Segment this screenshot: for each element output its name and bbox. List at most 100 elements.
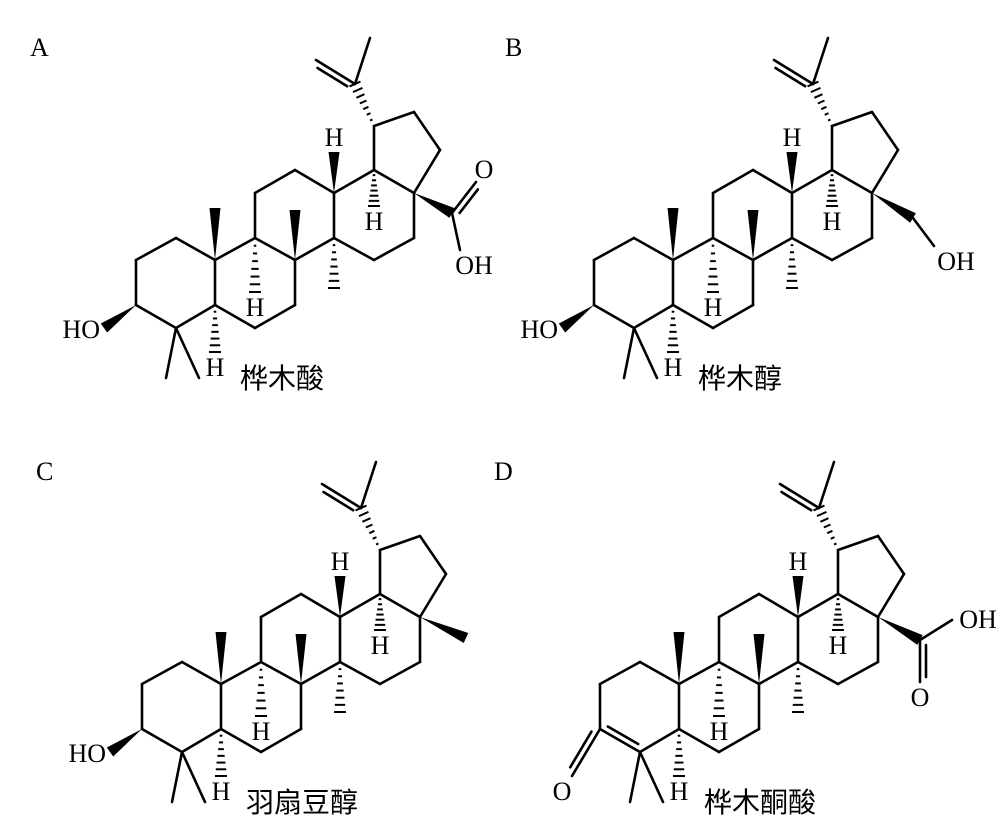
ring-bond xyxy=(134,236,178,262)
c10-methyl-wedge xyxy=(673,632,685,684)
c17-carboxyl-wedge xyxy=(414,193,455,218)
vinylidene-double-bond-second xyxy=(780,490,813,512)
c13-h-wedge xyxy=(328,152,340,193)
ring-bond xyxy=(213,303,257,330)
c5-h-hash xyxy=(209,310,221,353)
vinylidene-double-bond xyxy=(320,482,363,510)
c17-hydroxymethyl-wedge xyxy=(872,193,916,223)
ring-bond xyxy=(757,592,800,619)
ring-bond xyxy=(174,303,217,330)
c4-gem-methyl-bond xyxy=(622,326,636,380)
ring-bond xyxy=(830,236,874,262)
ring-bond xyxy=(299,660,342,686)
panel-letter-b: B xyxy=(505,33,522,62)
c3-carbonyl-ring-bond-placeholder xyxy=(598,727,642,754)
isopropenyl-methyl-bond xyxy=(817,460,836,510)
vinylidene-double-bond xyxy=(772,58,815,86)
c4-gem-methyl-bond xyxy=(638,750,665,804)
ring-bond xyxy=(876,572,906,619)
ring-bond xyxy=(372,236,416,262)
vinylidene-double-bond-second xyxy=(322,490,355,512)
c9-h-hash xyxy=(249,244,261,293)
ring-bond xyxy=(140,727,184,754)
carboxyl-double-bond-second xyxy=(458,188,480,215)
carboxyl-oh-label: OH xyxy=(959,605,997,634)
hydrogen-label-c13: H xyxy=(325,123,344,152)
ring-bond xyxy=(213,236,257,262)
c4-gem-methyl-bond xyxy=(174,326,201,380)
c5-h-hash xyxy=(673,734,685,777)
c3-ketone-double-bond xyxy=(570,727,602,778)
ring-bond xyxy=(717,660,761,686)
ring-bond xyxy=(259,592,303,619)
ring-bond xyxy=(338,660,382,686)
c10-methyl-wedge xyxy=(667,208,679,260)
c18-h-hash xyxy=(368,174,380,207)
panel-letter-a: A xyxy=(30,33,49,62)
ring-bond xyxy=(790,236,834,262)
ring-bond xyxy=(598,660,642,686)
ring-bond xyxy=(711,236,755,262)
hydroxyl-label: HO xyxy=(62,315,100,344)
compound-name-b: 桦木醇 xyxy=(698,362,782,395)
c4-gem-methyl-bond xyxy=(628,750,642,804)
carboxyl-oh-label: OH xyxy=(455,251,493,280)
c9-h-hash xyxy=(255,668,267,717)
isopropenyl-hash-bond xyxy=(813,504,837,546)
hydrogen-label-c13: H xyxy=(783,123,802,152)
ring-bond xyxy=(870,148,900,195)
ring-bond xyxy=(638,660,681,686)
c8-methyl-wedge xyxy=(753,634,765,684)
panel-letter-d: D xyxy=(494,457,513,486)
c3-hydroxyl-wedge xyxy=(106,729,142,757)
isopropenyl-hash-bond xyxy=(355,504,379,546)
c3-carbonyl-ring-bond-placeholder-second xyxy=(606,725,640,746)
hydrogen-label-c9: H xyxy=(710,717,729,746)
ring-bond xyxy=(253,303,297,330)
c18-h-hash xyxy=(826,174,838,207)
isopropenyl-methyl-bond xyxy=(359,460,378,510)
c14-methyl-hash xyxy=(792,668,804,713)
isopropenyl-methyl-bond xyxy=(811,36,830,86)
ring-bond xyxy=(134,303,178,330)
c14-methyl-hash xyxy=(328,244,340,289)
hydrogen-label-c18: H xyxy=(823,207,842,236)
ring-bond xyxy=(876,534,906,576)
vinylidene-double-bond-second xyxy=(316,66,349,88)
hydrogen-label-c9: H xyxy=(246,293,265,322)
compound-name-c: 羽扇豆醇 xyxy=(246,786,358,819)
c4-gem-methyl-bond xyxy=(170,750,184,804)
ring-bond xyxy=(412,110,442,152)
carboxyl-oxygen-label: O xyxy=(475,155,494,184)
ring-bond xyxy=(418,572,448,619)
ring-bond xyxy=(418,534,448,576)
c3-hydroxyl-wedge xyxy=(100,305,136,333)
c5-h-hash xyxy=(667,310,679,353)
hydrogen-label-c13: H xyxy=(331,547,350,576)
c13-h-wedge xyxy=(792,576,804,617)
compound-name-d: 桦木酮酸 xyxy=(704,786,816,819)
ring-bond xyxy=(671,303,715,330)
ring-bond xyxy=(378,592,422,619)
ring-bond xyxy=(711,303,755,330)
c17-carboxyl-wedge xyxy=(878,617,923,645)
ring-bond xyxy=(378,534,422,552)
ring-bond xyxy=(219,727,263,754)
isopropenyl-methyl-bond xyxy=(353,36,372,86)
c4-gem-methyl-bond xyxy=(180,750,207,804)
ring-bond xyxy=(836,592,880,619)
hydrogen-label-c5: H xyxy=(212,777,231,806)
ring-bond xyxy=(711,168,755,195)
ring-bond xyxy=(717,727,761,754)
ring-bond xyxy=(378,660,422,686)
hydroxymethyl-oh-label: OH xyxy=(937,247,975,276)
ring-bond xyxy=(836,660,880,686)
isopropenyl-hash-bond xyxy=(349,80,373,122)
ring-bond xyxy=(332,236,376,262)
ring-bond xyxy=(299,592,342,619)
hydrogen-label-c5: H xyxy=(664,353,683,382)
ring-bond xyxy=(751,168,794,195)
